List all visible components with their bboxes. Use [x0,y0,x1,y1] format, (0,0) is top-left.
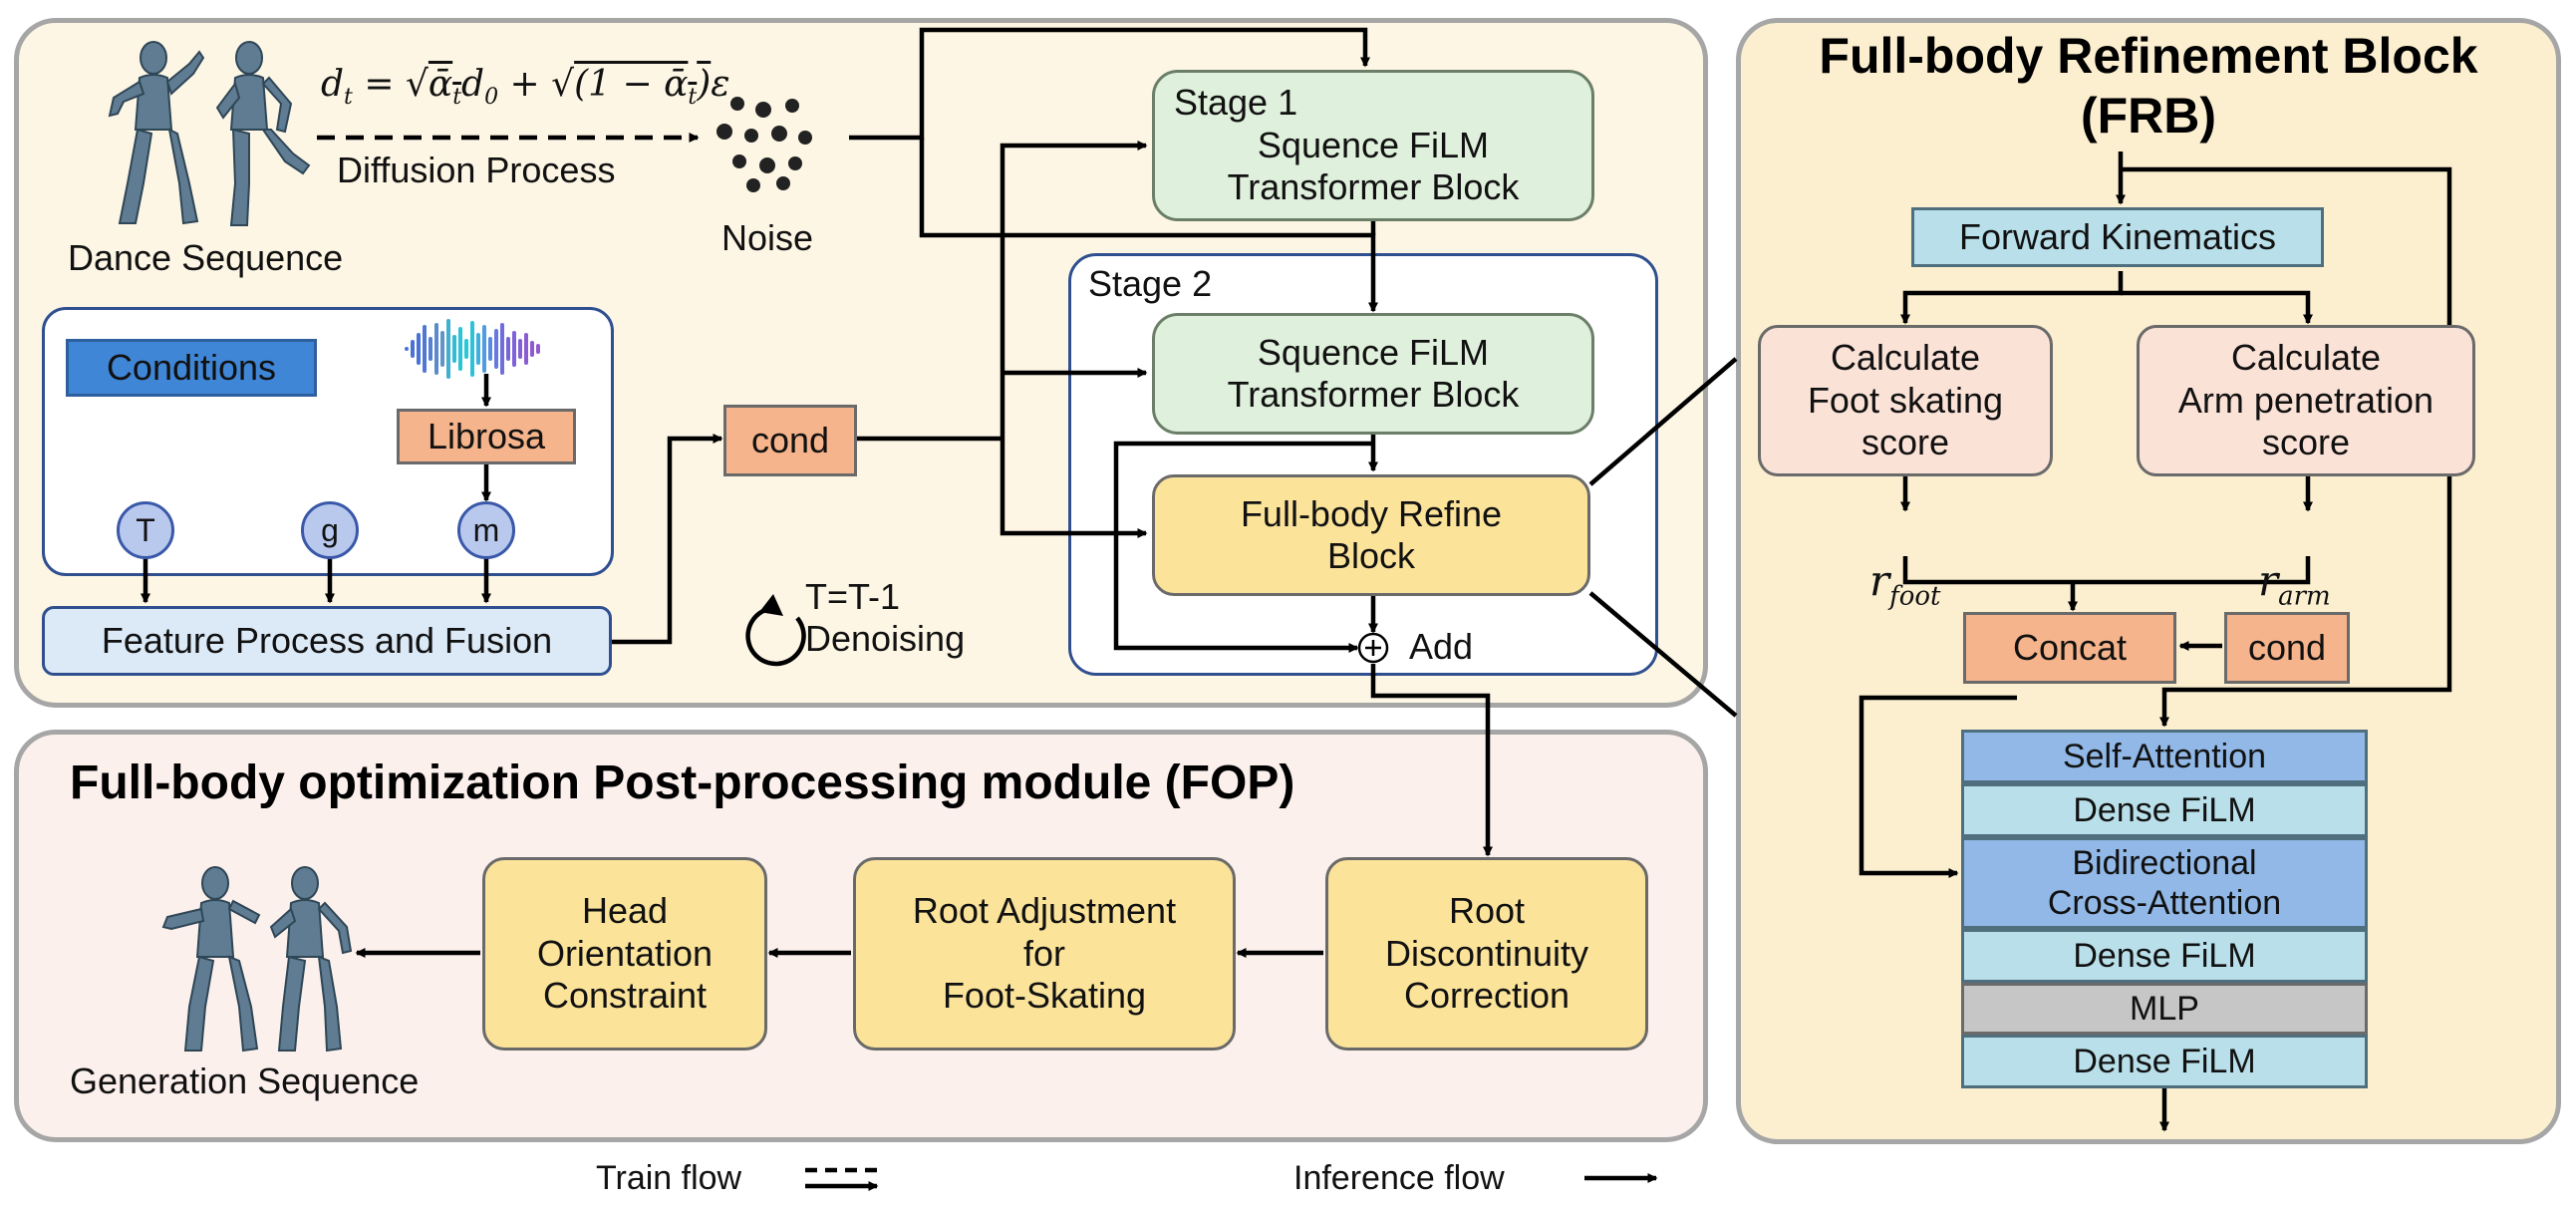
self-attention-layer: Self-Attention [1961,730,2368,783]
diffusion-formula: dt = √ᾱtd0 + √(1 − ᾱt)ε [321,64,730,111]
cross-attention-layer: Bidirectional Cross-Attention [1961,837,2368,929]
arm-calc-box: Calculate Arm penetration score [2137,325,2475,476]
stage2-block: Squence FiLM Transformer Block [1152,313,1594,435]
add-label: Add [1409,626,1474,667]
dense-film-layer-3: Dense FiLM [1961,1035,2368,1088]
dance-sequence-label: Dance Sequence [68,237,344,278]
generation-sequence-figures [161,866,353,1053]
forward-kinematics-label: Forward Kinematics [1958,215,2277,257]
stage1-label: Stage 1 [1174,82,1298,123]
fop-title: Full-body optimization Post-processing m… [70,756,1295,809]
root-discontinuity-box: Root Discontinuity Correction [1325,857,1648,1051]
librosa-box: Librosa [397,409,576,464]
dense-film-layer-2: Dense FiLM [1961,929,2368,983]
forward-kinematics-box: Forward Kinematics [1911,207,2324,267]
concat-box: Concat [1963,612,2176,684]
root-adjustment-box: Root Adjustment for Foot-Skating [853,857,1236,1051]
frb-cond-label: cond [2247,626,2327,668]
head-orientation-label: Head Orientation Constraint [536,890,714,1017]
concat-label: Concat [2012,626,2128,668]
train-flow-label: Train flow [596,1159,742,1197]
root-discontinuity-label: Root Discontinuity Correction [1384,890,1589,1017]
foot-calc-label: Calculate Foot skating score [1807,337,2004,463]
feature-process-label: Feature Process and Fusion [101,619,553,661]
inference-flow-label: Inference flow [1293,1159,1505,1197]
denoising-loop-label: T=T-1 Denoising [805,576,966,660]
frb-cond-box: cond [2224,612,2350,684]
root-adjustment-label: Root Adjustment for Foot-Skating [912,890,1177,1017]
conditions-box: Conditions [66,339,317,397]
conditions-label: Conditions [106,346,277,388]
frb-title: Full-body Refinement Block (FRB) [1819,28,2478,144]
circle-m: m [457,501,515,559]
cond-label: cond [750,419,830,460]
librosa-label: Librosa [427,415,546,456]
stage1-block: Squence FiLM Transformer Block [1152,70,1594,221]
stage1-block-label: Squence FiLM Transformer Block [1227,124,1520,207]
diffusion-process-label: Diffusion Process [337,150,616,190]
refine-block-label: Full-body Refine Block [1240,492,1503,576]
r-arm-label: rarm [2258,555,2331,611]
stage2-block-label: Squence FiLM Transformer Block [1227,331,1520,415]
circle-t: T [117,501,174,559]
dance-sequence-figures [108,41,311,226]
arm-calc-label: Calculate Arm penetration score [2177,337,2434,463]
head-orientation-box: Head Orientation Constraint [482,857,767,1051]
dense-film-layer-1: Dense FiLM [1961,783,2368,837]
stage2-label: Stage 2 [1088,263,1213,304]
mlp-layer: MLP [1961,983,2368,1035]
refine-block: Full-body Refine Block [1152,474,1590,596]
cond-box: cond [723,405,857,476]
r-foot-label: rfoot [1869,555,1941,611]
circle-g: g [301,501,359,559]
noise-label: Noise [721,217,814,258]
foot-calc-box: Calculate Foot skating score [1758,325,2053,476]
feature-process-box: Feature Process and Fusion [42,606,612,676]
generation-sequence-label: Generation Sequence [70,1060,420,1101]
